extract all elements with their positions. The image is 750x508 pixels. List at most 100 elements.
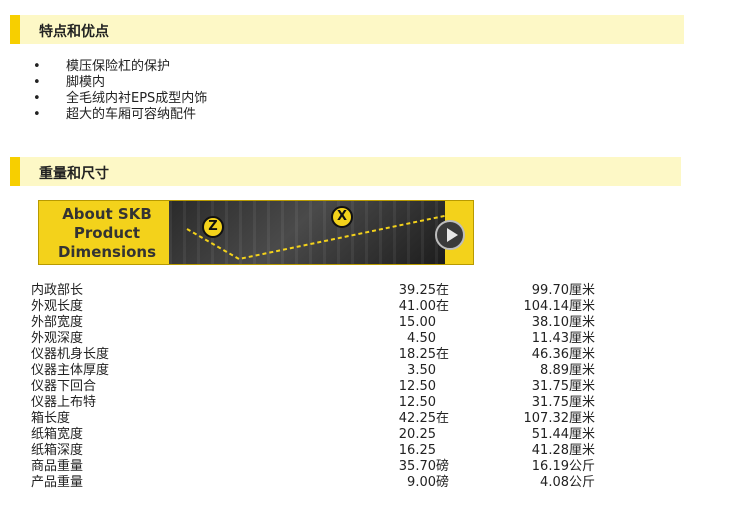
metric-unit: 厘米	[569, 283, 596, 298]
metric-unit: 厘米	[569, 427, 596, 442]
imperial-unit: 磅	[436, 459, 450, 474]
imperial-value: 41.00	[398, 299, 436, 314]
imperial-value: 3.50	[407, 363, 436, 378]
imperial-value: 16.25	[398, 443, 436, 458]
imperial-value: 18.25	[398, 347, 436, 362]
bullet-icon: •	[33, 59, 41, 74]
list-item: • 超大的车厢可容纳配件	[33, 107, 207, 123]
imperial-value: 9.00	[407, 475, 436, 490]
imperial-unit	[436, 331, 459, 347]
imperial-unit	[436, 443, 459, 459]
dimensions-section-header: 重量和尺寸	[10, 157, 681, 186]
metric-value: 51.44	[531, 427, 569, 442]
metric-unit: 厘米	[569, 363, 596, 378]
metric-value: 31.75	[531, 395, 569, 410]
imperial-value: 4.50	[407, 331, 436, 346]
dimension-label: 内政部长	[31, 283, 84, 298]
feature-text: 全毛绒内衬EPS成型内饰	[66, 91, 208, 106]
dimension-label: 仪器上布特	[31, 395, 97, 410]
x-axis-badge: X	[331, 206, 353, 228]
imperial-unit: 在	[436, 347, 450, 362]
bullet-icon: •	[33, 75, 41, 90]
metric-unit: 厘米	[569, 379, 596, 394]
dimension-label: 仪器机身长度	[31, 347, 110, 362]
dimension-label: 纸箱深度	[31, 443, 84, 458]
imperial-unit	[436, 427, 459, 443]
metric-value: 104.14	[523, 299, 570, 314]
list-item: • 脚模内	[33, 75, 207, 91]
dimension-label: 纸箱宽度	[31, 427, 84, 442]
metric-value: 31.75	[531, 379, 569, 394]
metric-value: 4.08	[540, 475, 569, 490]
dimension-lines	[186, 214, 450, 261]
imperial-value: 39.25	[398, 283, 436, 298]
banner-text: About SKB Product Dimensions	[45, 205, 169, 262]
metric-value: 107.32	[523, 411, 570, 426]
imperial-unit: 在	[436, 299, 450, 314]
imperial-unit: 磅	[436, 475, 450, 490]
dimension-label: 产品重量	[31, 475, 84, 490]
dimension-label: 外观深度	[31, 331, 84, 346]
banner-line-2: Product	[73, 224, 141, 242]
list-item: • 全毛绒内衬EPS成型内饰	[33, 91, 207, 107]
imperial-value: 15.00	[398, 315, 436, 330]
dimension-label: 外部宽度	[31, 315, 84, 330]
metric-unit: 厘米	[569, 331, 596, 346]
metric-unit: 公斤	[569, 475, 596, 490]
metric-value: 8.89	[540, 363, 569, 378]
metric-unit: 厘米	[569, 395, 596, 410]
imperial-unit: 在	[436, 283, 450, 298]
metric-unit: 厘米	[569, 443, 596, 458]
banner-line-3: Dimensions	[57, 243, 157, 261]
metric-unit: 公斤	[569, 459, 596, 474]
imperial-unit: 在	[436, 411, 450, 426]
play-icon[interactable]	[435, 220, 465, 250]
dimension-label: 商品重量	[31, 459, 84, 474]
product-dimensions-banner[interactable]: About SKB Product Dimensions	[38, 200, 474, 265]
banner-line-1: About SKB	[62, 205, 152, 223]
imperial-value: 20.25	[398, 427, 436, 442]
dimension-label: 仪器下回合	[31, 379, 97, 394]
imperial-unit	[436, 315, 459, 331]
imperial-unit	[436, 363, 459, 379]
imperial-value: 42.25	[398, 411, 436, 426]
list-item: • 模压保险杠的保护	[33, 59, 207, 75]
dimension-label: 箱长度	[31, 411, 71, 426]
imperial-value: 35.70	[398, 459, 436, 474]
feature-text: 模压保险杠的保护	[66, 59, 171, 74]
bullet-icon: •	[33, 91, 41, 106]
metric-value: 99.70	[531, 283, 569, 298]
dimensions-section-title: 重量和尺寸	[39, 166, 109, 182]
metric-unit: 厘米	[569, 347, 596, 362]
features-list: • 模压保险杠的保护 • 脚模内 • 全毛绒内衬EPS成型内饰 • 超大的车厢可容纳配件	[33, 59, 207, 123]
metric-unit: 厘米	[569, 299, 596, 314]
imperial-unit	[436, 379, 459, 395]
z-axis-badge: Z	[202, 216, 224, 238]
feature-text: 脚模内	[66, 75, 106, 90]
imperial-value: 12.50	[398, 379, 436, 394]
metric-value: 38.10	[531, 315, 569, 330]
metric-value: 11.43	[531, 331, 569, 346]
dimension-label: 仪器主体厚度	[31, 363, 110, 378]
imperial-unit	[436, 395, 459, 411]
features-section-header: 特点和优点	[10, 15, 684, 44]
bullet-icon: •	[33, 107, 41, 122]
metric-value: 41.28	[531, 443, 569, 458]
features-section-title: 特点和优点	[39, 24, 109, 40]
dimension-label: 外观长度	[31, 299, 84, 314]
metric-value: 46.36	[531, 347, 569, 362]
feature-text: 超大的车厢可容纳配件	[66, 107, 197, 122]
